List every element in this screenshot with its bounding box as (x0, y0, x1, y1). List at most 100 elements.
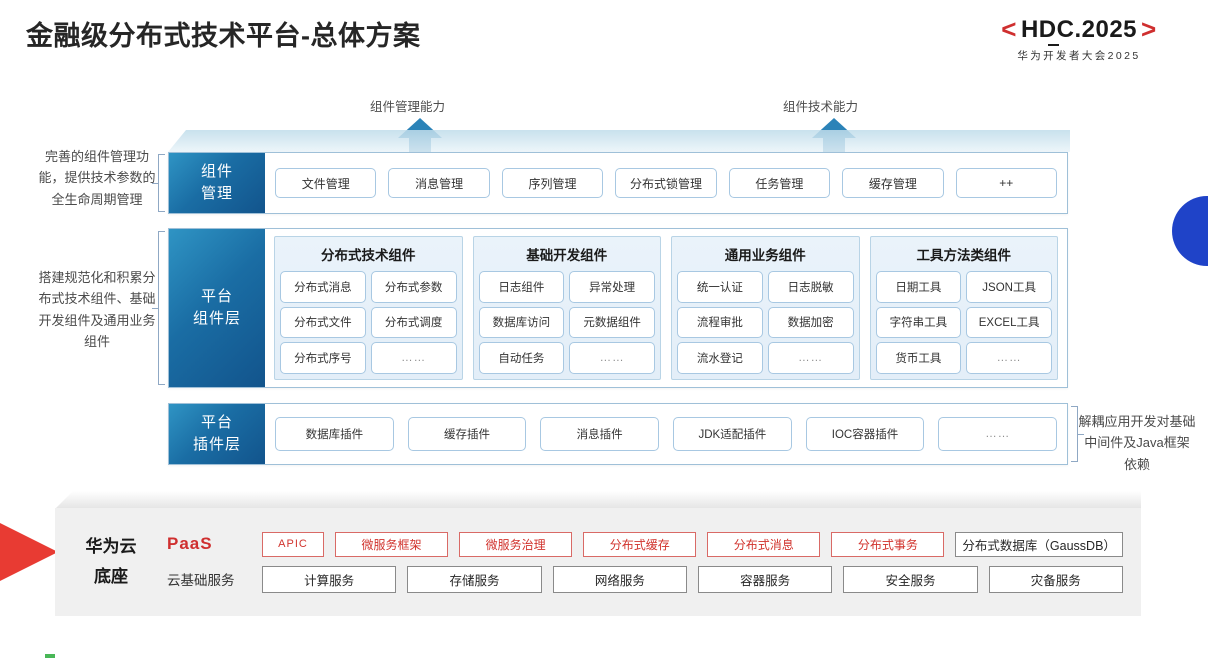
component-chip[interactable]: 分布式消息 (280, 271, 366, 303)
component-chip[interactable]: 货币工具 (875, 342, 962, 374)
chip-component-management-more[interactable]: ++ (955, 168, 1057, 198)
base-row-cloud: 云基础服务 计算服务 存储服务 网络服务 容器服务 安全服务 灾备服务 (167, 565, 1123, 593)
bracket-component-management (152, 154, 165, 212)
component-chip-more[interactable]: …… (767, 342, 854, 374)
layer-label-line-2: 组件层 (192, 310, 241, 327)
component-chip[interactable]: 字符串工具 (875, 306, 962, 339)
component-chip[interactable]: 日志组件 (478, 271, 565, 303)
component-chip[interactable]: EXCEL工具 (966, 306, 1052, 339)
chip-component-management[interactable]: 缓存管理 (842, 168, 944, 198)
base-top-bevel (55, 491, 1141, 509)
layer-platform-component: 平台 组件层 分布式技术组件 分布式消息 分布式参数 分布式文件 分布式调度 分… (168, 228, 1068, 388)
paas-chip[interactable]: 微服务治理 (459, 531, 573, 557)
cloud-service-chip[interactable]: 网络服务 (552, 565, 687, 593)
component-chip-more[interactable]: …… (966, 342, 1052, 374)
hdc-logo-text: HDC.2025 (1020, 15, 1138, 46)
base-row-label-paas: PaaS (167, 534, 213, 553)
base-platform-title: 华为云 底座 (55, 532, 167, 592)
component-group: 基础开发组件 日志组件 异常处理 数据库访问 元数据组件 自动任务 …… (472, 236, 661, 380)
cloud-service-chip[interactable]: 安全服务 (843, 565, 978, 593)
plugin-chip[interactable]: 缓存插件 (407, 417, 527, 451)
layer-body-platform-plugin: 数据库插件 缓存插件 消息插件 JDK适配插件 IOC容器插件 …… (265, 404, 1067, 464)
chevron-left-icon: < (1001, 14, 1017, 44)
chip-component-management[interactable]: 任务管理 (728, 168, 831, 198)
component-chip-more[interactable]: …… (569, 342, 655, 374)
chevron-right-icon: > (1141, 14, 1157, 44)
page-title: 金融级分布式技术平台-总体方案 (26, 21, 421, 51)
paas-chip-gaussdb[interactable]: 分布式数据库（GaussDB） (955, 531, 1123, 557)
layer-body-component-management: 文件管理 消息管理 序列管理 分布式锁管理 任务管理 缓存管理 ++ (265, 153, 1067, 213)
layer-label-platform-plugin: 平台 插件层 (169, 404, 265, 464)
layer-component-management: 组件 管理 文件管理 消息管理 序列管理 分布式锁管理 任务管理 缓存管理 ++ (168, 152, 1068, 214)
blue-circle-decoration (1172, 196, 1208, 266)
component-group-title: 工具方法类组件 (916, 248, 1012, 263)
diagram-top-bevel (168, 130, 1070, 152)
component-group-grid: 统一认证 日志脱敏 流程审批 数据加密 流水登记 …… (677, 271, 854, 374)
component-chip[interactable]: 数据库访问 (478, 306, 565, 339)
component-chip-more[interactable]: …… (370, 342, 457, 374)
paas-chip[interactable]: 分布式缓存 (583, 531, 697, 557)
component-chip[interactable]: 统一认证 (677, 271, 763, 303)
layer-label-line-1: 组件 (200, 162, 233, 180)
layer-label-line-1: 平台 (200, 413, 233, 431)
component-chip[interactable]: 分布式调度 (370, 306, 457, 339)
cloud-service-chip[interactable]: 存储服务 (407, 565, 542, 593)
component-chip[interactable]: 分布式参数 (370, 271, 457, 303)
component-chip[interactable]: 分布式文件 (280, 306, 366, 339)
component-chip[interactable]: 数据加密 (767, 306, 854, 339)
bracket-platform-plugin (1071, 406, 1084, 462)
component-chip[interactable]: 日志脱敏 (767, 271, 854, 303)
note-platform-component: 搭建规范化和积累分布式技术组件、基础开发组件及通用业务组件 (38, 270, 156, 350)
note-component-management: 完善的组件管理功能，提供技术参数的全生命周期管理 (38, 149, 156, 207)
layer-label-line-2: 管理 (200, 185, 233, 202)
paas-chip-apic[interactable]: APIC (262, 531, 324, 557)
component-group-title: 基础开发组件 (526, 248, 608, 263)
red-wedge-decoration (0, 497, 58, 607)
arrow-label-component-technology: 组件技术能力 (783, 100, 859, 114)
layer-label-platform-component: 平台 组件层 (169, 229, 265, 387)
layer-label-line-2: 插件层 (192, 436, 241, 453)
component-chip[interactable]: 流水登记 (677, 342, 763, 374)
plugin-chip[interactable]: IOC容器插件 (805, 417, 925, 451)
component-chip[interactable]: 异常处理 (569, 271, 655, 303)
component-group: 工具方法类组件 日期工具 JSON工具 字符串工具 EXCEL工具 货币工具 …… (869, 236, 1058, 380)
component-group-grid: 日志组件 异常处理 数据库访问 元数据组件 自动任务 …… (478, 271, 655, 374)
base-title-line-2: 底座 (94, 567, 128, 586)
component-chip[interactable]: 自动任务 (478, 342, 565, 374)
layer-body-platform-component: 分布式技术组件 分布式消息 分布式参数 分布式文件 分布式调度 分布式序号 ……… (265, 229, 1067, 387)
component-group: 分布式技术组件 分布式消息 分布式参数 分布式文件 分布式调度 分布式序号 …… (274, 236, 463, 380)
bracket-platform-component (152, 231, 165, 385)
hdc-logo: < HDC.2025 > 华为开发者大会2025 (964, 14, 1194, 63)
layer-label-component-management: 组件 管理 (169, 153, 265, 213)
base-row-paas: PaaS APIC 微服务框架 微服务治理 分布式缓存 分布式消息 分布式事务 … (167, 531, 1123, 557)
component-group-grid: 分布式消息 分布式参数 分布式文件 分布式调度 分布式序号 …… (280, 271, 457, 374)
base-platform-panel: 华为云 底座 PaaS APIC 微服务框架 微服务治理 分布式缓存 分布式消息… (55, 508, 1141, 616)
component-group-title: 分布式技术组件 (321, 248, 416, 263)
component-chip[interactable]: 流程审批 (677, 306, 763, 339)
chip-component-management[interactable]: 序列管理 (501, 168, 604, 198)
cloud-service-chip[interactable]: 容器服务 (697, 565, 833, 593)
green-tick-decoration (45, 654, 55, 658)
plugin-chip-more[interactable]: …… (938, 417, 1058, 451)
component-chip[interactable]: 分布式序号 (280, 342, 366, 374)
component-chip[interactable]: 日期工具 (875, 271, 962, 303)
component-chip[interactable]: 元数据组件 (569, 306, 655, 339)
note-platform-plugin: 解耦应用开发对基础中间件及Java框架依赖 (1078, 414, 1196, 472)
cloud-service-chip[interactable]: 计算服务 (262, 565, 397, 593)
paas-chip[interactable]: 分布式事务 (831, 531, 945, 557)
base-row-label-cloud: 云基础服务 (167, 573, 235, 588)
chip-component-management[interactable]: 文件管理 (275, 168, 377, 198)
paas-chip[interactable]: 分布式消息 (707, 531, 821, 557)
layer-label-line-1: 平台 (200, 287, 233, 305)
component-chip[interactable]: JSON工具 (966, 271, 1052, 303)
plugin-chip[interactable]: 数据库插件 (275, 417, 394, 451)
chip-component-management[interactable]: 分布式锁管理 (615, 168, 717, 198)
plugin-chip[interactable]: JDK适配插件 (673, 417, 792, 451)
base-platform-rows: PaaS APIC 微服务框架 微服务治理 分布式缓存 分布式消息 分布式事务 … (167, 531, 1141, 593)
hdc-logo-main: < HDC.2025 > (964, 14, 1194, 46)
base-title-line-1: 华为云 (85, 537, 137, 557)
plugin-chip[interactable]: 消息插件 (540, 417, 660, 451)
cloud-service-chip[interactable]: 灾备服务 (988, 565, 1123, 593)
chip-component-management[interactable]: 消息管理 (388, 168, 490, 198)
paas-chip[interactable]: 微服务框架 (335, 531, 449, 557)
